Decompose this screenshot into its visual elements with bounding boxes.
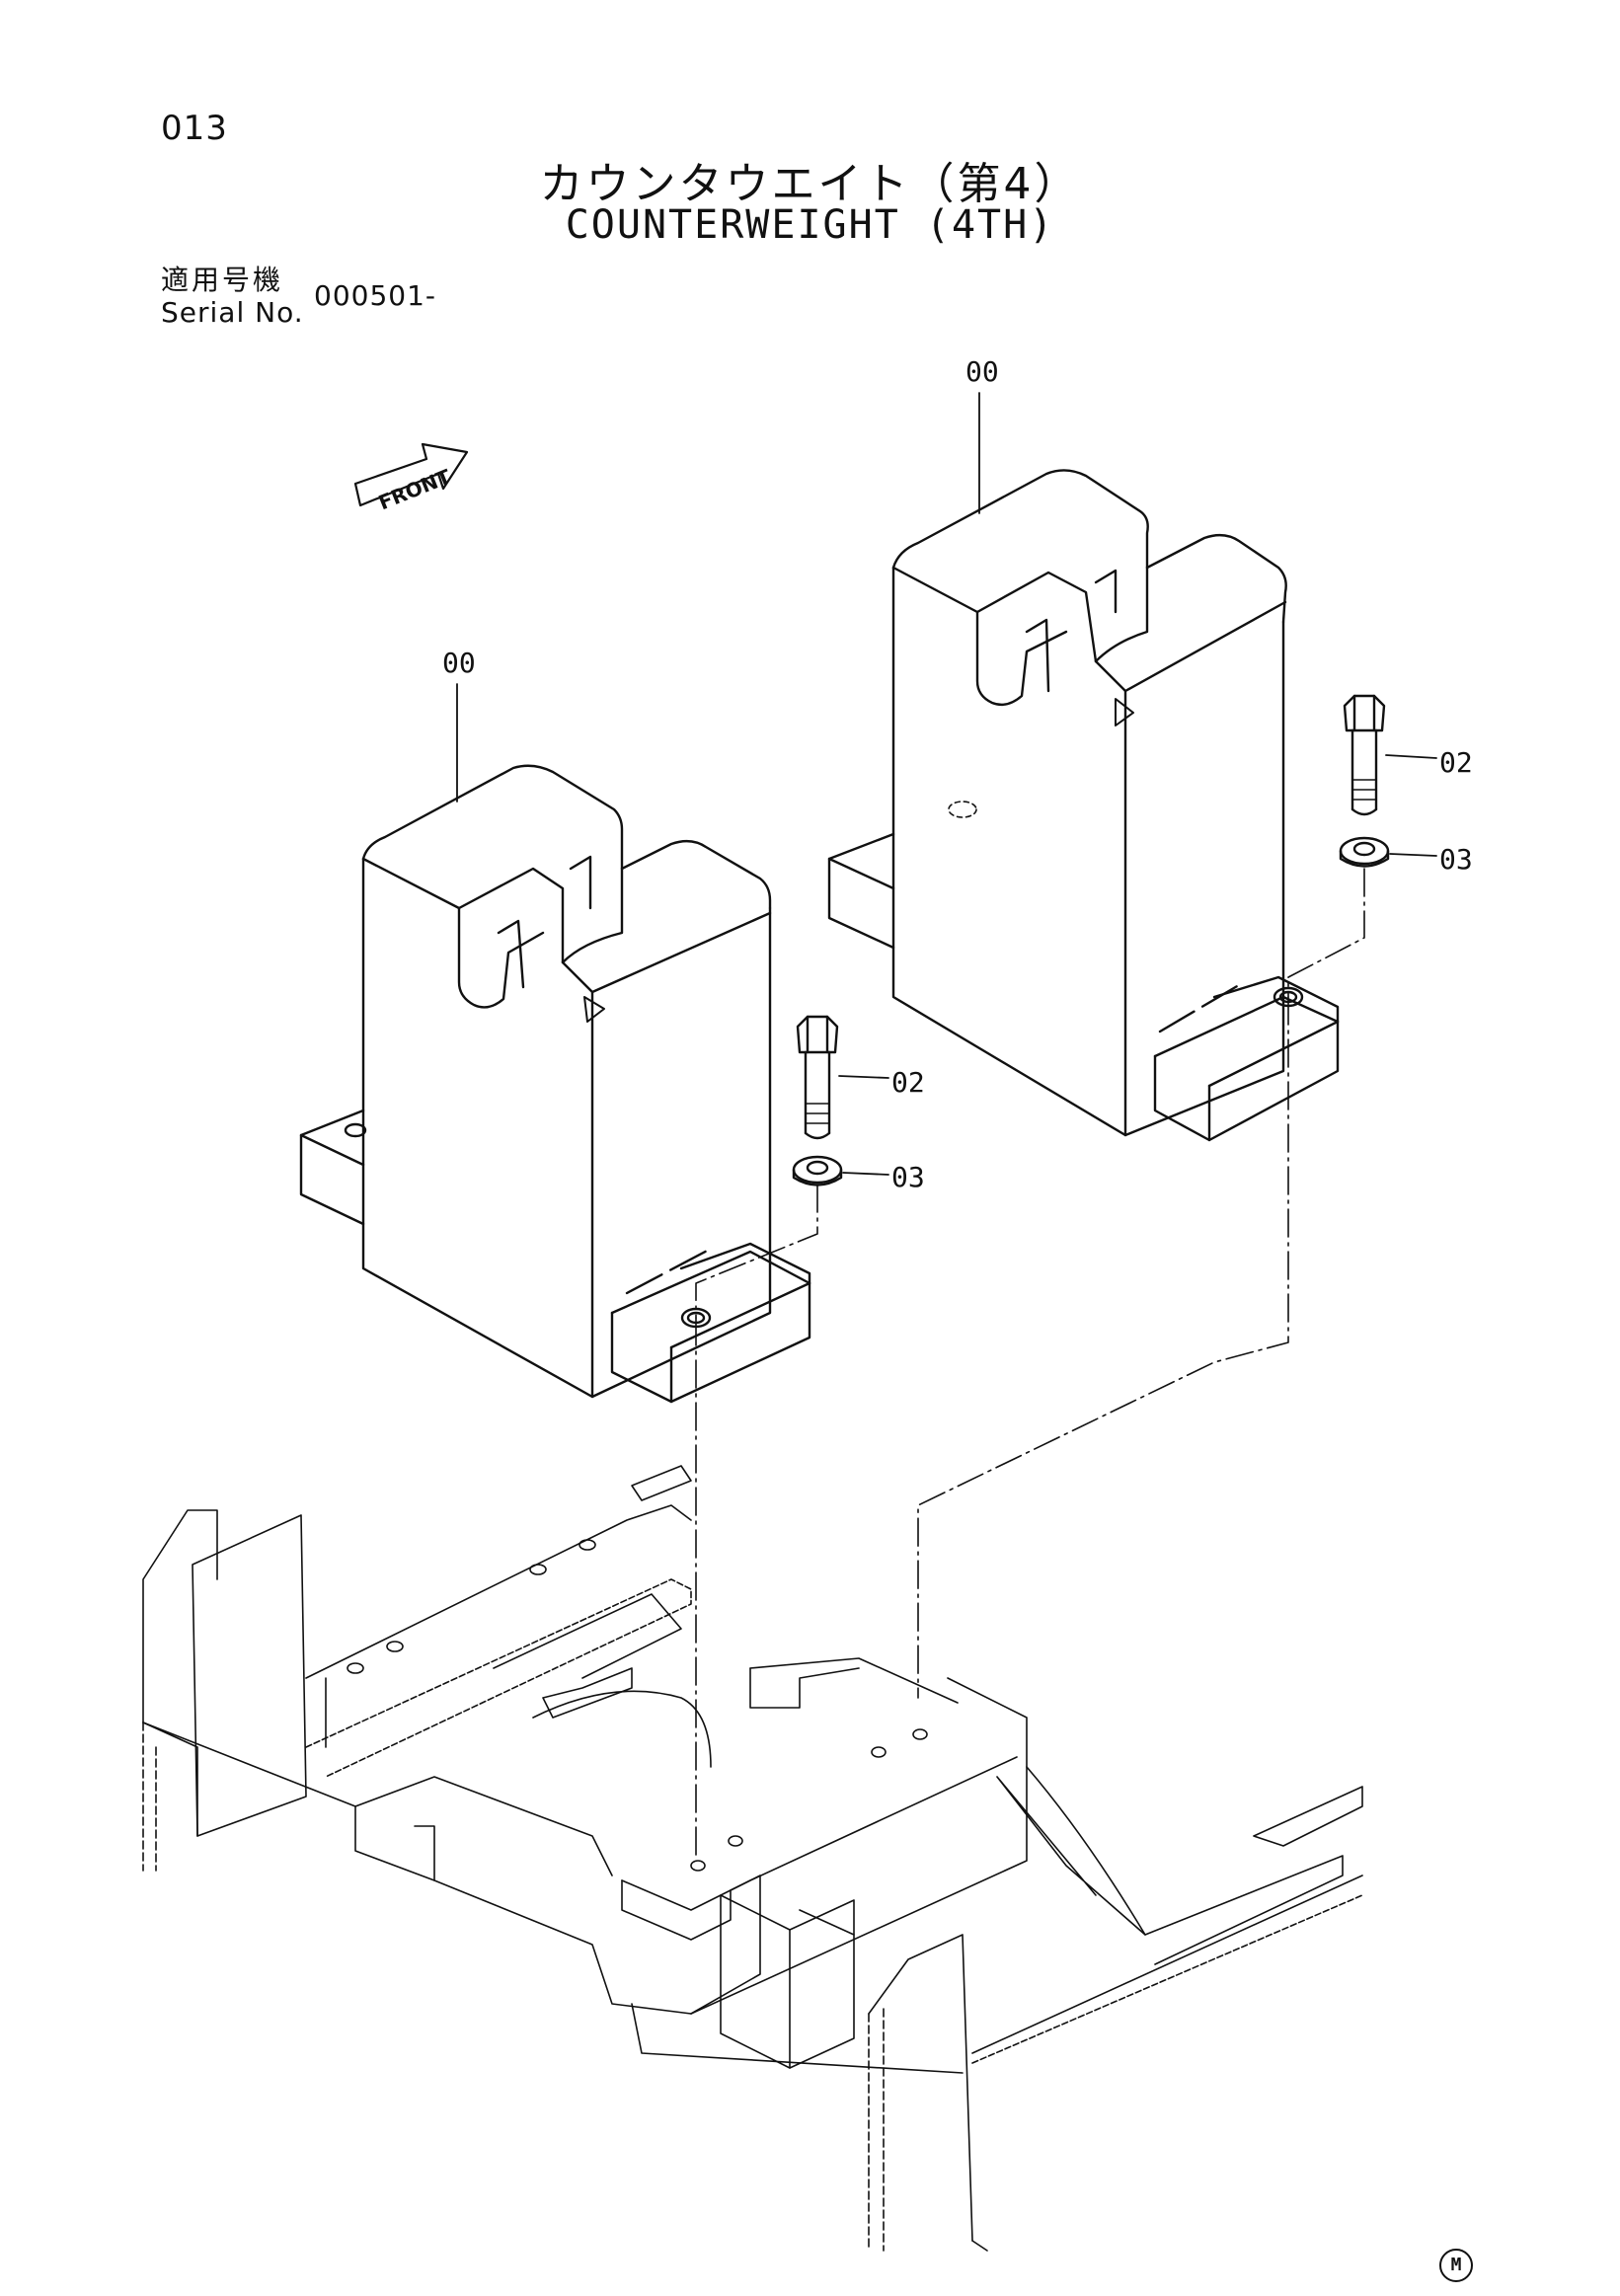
callout-washer-right: 03: [1439, 843, 1473, 876]
page-number: 013: [161, 109, 228, 148]
front-arrow-icon: FRONT: [353, 442, 469, 514]
callout-bolt-right: 02: [1439, 746, 1473, 779]
serial-label-english: Serial No.: [161, 296, 304, 329]
serial-number-value: 000501-: [314, 279, 436, 312]
machine-frame: [142, 1465, 1363, 2252]
bolt-left-icon: [796, 1015, 889, 1140]
callout-counterweight-left: 00: [442, 647, 476, 679]
callout-bolt-left: 02: [891, 1066, 925, 1099]
page-title-japanese: カウンタウエイト（第4）: [539, 159, 1081, 209]
circled-m-mark: M: [1439, 2249, 1473, 2282]
washer-left-icon: [792, 1155, 889, 1186]
washer-right-icon: [1339, 836, 1437, 868]
counterweight-left: [299, 764, 811, 1404]
page-title-english: COUNTERWEIGHT (4TH): [565, 202, 1055, 248]
callout-washer-left: 03: [891, 1161, 925, 1193]
alignment-lines: [695, 868, 1365, 1857]
serial-label-japanese: 適用号機: [161, 264, 284, 296]
bolt-right-icon: [1343, 694, 1437, 816]
callout-counterweight-right: 00: [965, 355, 999, 388]
counterweight-right: [827, 469, 1340, 1142]
